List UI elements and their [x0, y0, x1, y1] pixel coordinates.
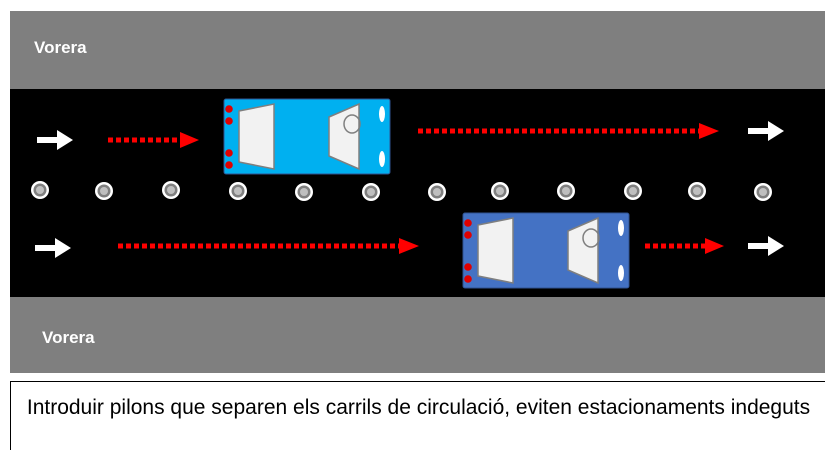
- bollard-row: [31, 181, 772, 201]
- bollard-icon: [229, 182, 247, 200]
- bollard-icon: [162, 181, 180, 199]
- sidewalk-bottom-label: Vorera: [42, 328, 95, 347]
- bollard-icon: [624, 182, 642, 200]
- bollard-icon: [688, 182, 706, 200]
- bollard-icon: [31, 181, 49, 199]
- red-dotted-arrow-icon: [418, 123, 719, 139]
- sidewalk-top-label: Vorera: [34, 38, 87, 57]
- sidewalk-top: Vorera: [10, 11, 825, 89]
- bollard-icon: [362, 183, 380, 201]
- white-right-arrow-icon: [748, 121, 784, 141]
- sidewalk-bottom: Vorera: [10, 297, 825, 373]
- car-top-view-icon: [462, 212, 630, 289]
- caption-text: Introduir pilons que separen els carrils…: [26, 396, 811, 419]
- traffic-scene: [31, 98, 784, 289]
- white-right-arrow-icon: [35, 238, 71, 258]
- red-dotted-arrow-icon: [645, 238, 724, 254]
- bollard-icon: [295, 183, 313, 201]
- bollard-icon: [754, 183, 772, 201]
- red-dotted-arrow-icon: [108, 132, 199, 148]
- car-top-view-icon: [223, 98, 391, 175]
- white-right-arrow-icon: [748, 236, 784, 256]
- bollard-icon: [491, 182, 509, 200]
- bollard-icon: [428, 183, 446, 201]
- red-dotted-arrow-icon: [118, 238, 419, 254]
- white-right-arrow-icon: [37, 130, 73, 150]
- bollard-icon: [95, 182, 113, 200]
- caption-box: Introduir pilons que separen els carrils…: [10, 381, 825, 450]
- bollard-icon: [557, 182, 575, 200]
